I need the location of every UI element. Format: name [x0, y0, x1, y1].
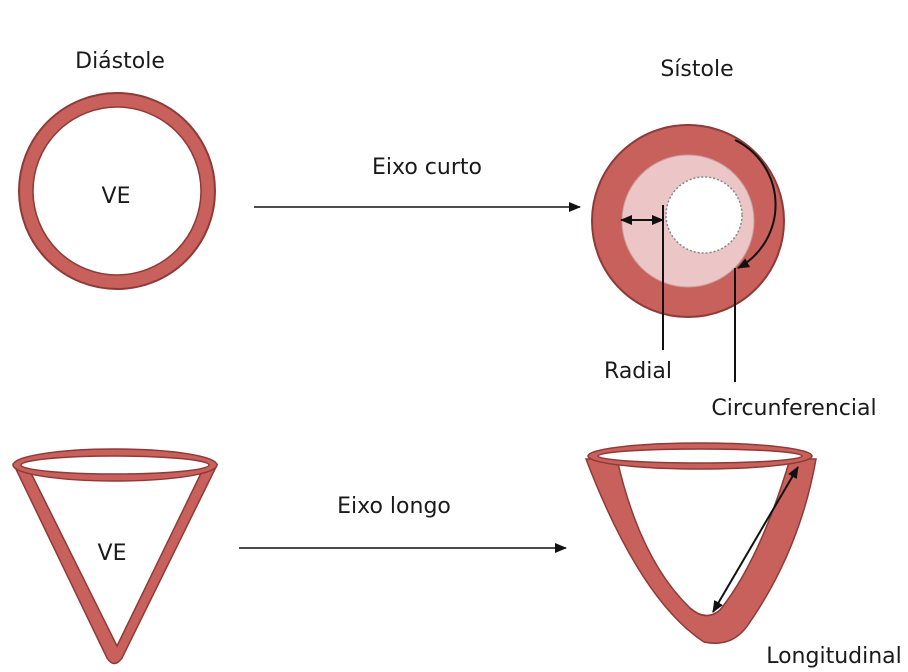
- diastole-label: Diástole: [75, 49, 165, 74]
- diastole-long-axis-rim-inner: [21, 456, 209, 474]
- longitudinal-label: Longitudinal: [766, 644, 902, 669]
- sistole-label: Sístole: [660, 57, 733, 82]
- ve-bottom-label: VE: [98, 541, 127, 566]
- eixo-longo-label: Eixo longo: [337, 494, 451, 519]
- radial-label: Radial: [604, 359, 672, 384]
- circunferencial-label: Circunferencial: [711, 396, 876, 421]
- systole-long-axis-cone: [586, 459, 816, 643]
- systole-long-axis-rim-inner: [598, 449, 802, 463]
- eixo-curto-label: Eixo curto: [372, 155, 482, 180]
- systole-short-axis-cavity: [666, 177, 742, 253]
- ve-top-label: VE: [102, 184, 131, 209]
